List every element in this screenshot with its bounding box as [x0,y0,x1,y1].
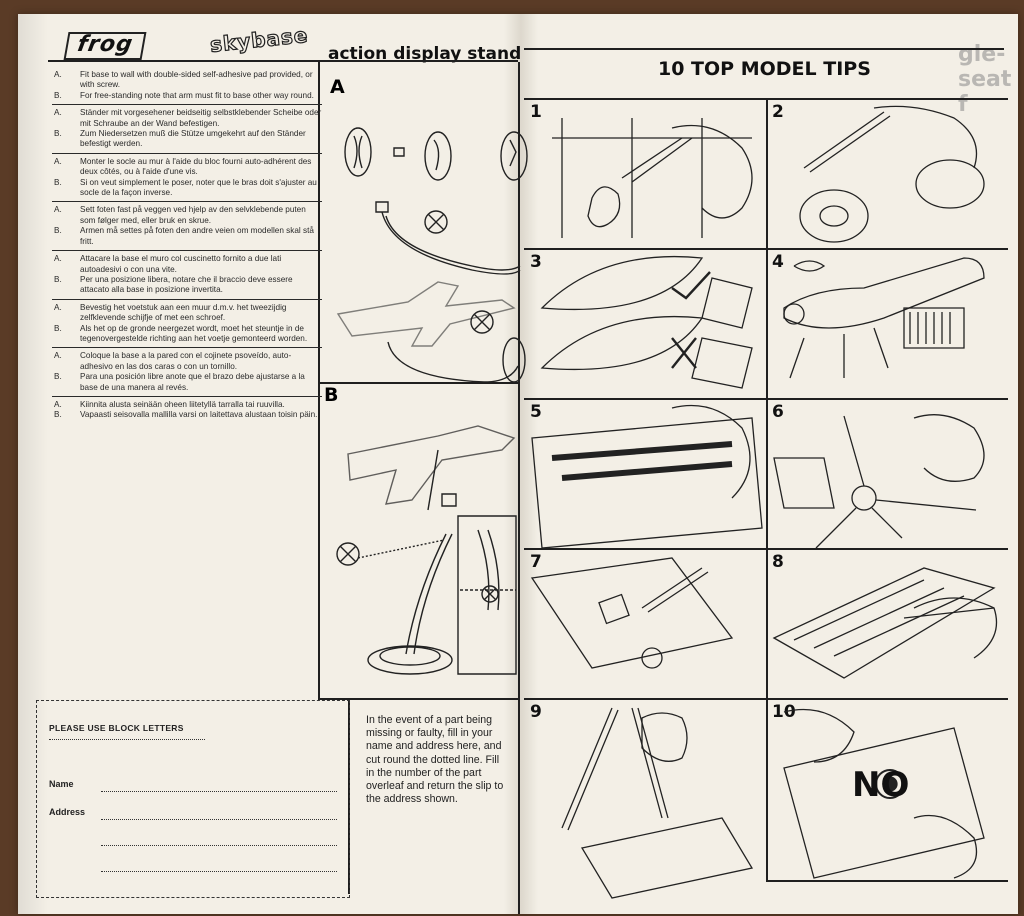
instruction-a: Attacare la base el muro col cuscinetto … [80,254,281,273]
lang-block-dutch: A. Bevestig het voetstuk aan een muur d.m… [52,303,322,349]
instruction-a: Ständer mit vorgesehener beidseitig selb… [80,108,321,127]
address-field-line-2[interactable] [101,845,337,846]
form-header: PLEASE USE BLOCK LETTERS [49,723,184,733]
tag-b: B. [54,372,62,382]
lang-block-spanish: A. Coloque la base a la pared con el coji… [52,351,322,397]
instruction-b: Armen må settes på foten den andre veien… [80,226,314,245]
instruction-a: Coloque la base a la pared con el cojine… [80,351,291,370]
lang-block-french: A. Monter le socle au mur à l'aide du blo… [52,157,322,203]
tag-a: A. [54,400,62,410]
tag-a: A. [54,205,62,215]
tag-a: A. [54,108,62,118]
order-form-slip: PLEASE USE BLOCK LETTERS Name Address [36,700,350,898]
address-label: Address [49,807,85,817]
stand-upright-illustration [406,534,446,654]
tip-1-illustration [552,118,752,238]
header-underline [49,739,205,740]
instruction-a: Fit base to wall with double-sided self-… [80,70,313,89]
header-rule-right [524,48,1004,50]
tip-9-illustration [562,708,752,898]
tag-a: A. [54,351,62,361]
tips-illustrations: NO [522,98,1008,888]
instruction-sheet: frog skybase action display stand 10 TOP… [18,14,1018,914]
tag-a: A. [54,70,62,80]
tip-10-decal-letters: NO [852,765,909,805]
name-label: Name [49,779,74,789]
instruction-b: Zum Niedersetzen muß die Stütze umgekehr… [80,129,306,148]
tag-a: A. [54,254,62,264]
tag-b: B. [54,226,62,236]
tag-a: A. [54,157,62,167]
tip-5-illustration [532,406,762,549]
stand-arm-illustration [382,212,520,274]
instruction-b: Para una posición libre anote que el bra… [80,372,305,391]
aircraft-illustration [338,282,514,346]
tip-2-illustration [800,106,984,242]
lang-block-norwegian: A. Sett foten fast på veggen ved hjelp av… [52,205,322,251]
tag-b: B. [54,91,62,101]
instruction-a: Monter le socle au mur à l'aide du bloc … [80,157,311,176]
stand-foot-illustration [368,646,452,674]
name-field[interactable] [101,791,337,792]
stand-base-front-illustration [345,128,371,176]
address-field-line-1[interactable] [101,819,337,820]
instruction-b: Per una posizione libera, notare che il … [80,275,293,294]
tag-a: A. [54,303,62,313]
instruction-a: Sett foten fast på veggen ved hjelp av d… [80,205,306,224]
tip-6-illustration [774,415,984,548]
page-fold-line [518,62,520,914]
tip-3-illustration [542,257,752,388]
instruction-a: Bevestig het voetstuk aan een muur d.m.v… [80,303,286,322]
instructions-column: A. Fit base to wall with double-sided sel… [52,70,322,421]
lang-block-english: A. Fit base to wall with double-sided sel… [52,70,322,105]
tip-8-illustration [774,568,997,678]
instruction-b: For free-standing note that arm must fit… [80,91,314,100]
instruction-b: Si on veut simplement le poser, noter qu… [80,178,317,197]
missing-part-notice: In the event of a part being missing or … [366,714,506,806]
tag-b: B. [54,129,62,139]
lang-block-german: A. Ständer mit vorgesehener beidseitig se… [52,108,322,154]
frog-logo: frog [64,32,147,60]
tip-4-illustration [784,258,984,378]
address-field-line-3[interactable] [101,871,337,872]
header-rule-left [48,60,518,62]
tag-b: B. [54,410,62,420]
inset-detail-box [458,516,516,674]
lang-block-finnish: A. Kiinnita alusta seinään oheen liitetyl… [52,400,322,421]
tips-title: 10 TOP MODEL TIPS [658,58,871,80]
tag-b: B. [54,324,62,334]
stand-illustrations [318,64,518,684]
lang-block-italian: A. Attacare la base el muro col cuscinett… [52,254,322,300]
instruction-b: Als het op de gronde neergezet wordt, mo… [80,324,307,343]
tip-7-illustration [532,558,732,668]
tag-b: B. [54,178,62,188]
skybase-logo: skybase [209,23,307,59]
instruction-b: Vapaasti seisovalla mallilla varsi on la… [80,410,317,419]
tag-b: B. [54,275,62,285]
instruction-a: Kiinnita alusta seinään oheen liitetyllä… [80,400,285,409]
